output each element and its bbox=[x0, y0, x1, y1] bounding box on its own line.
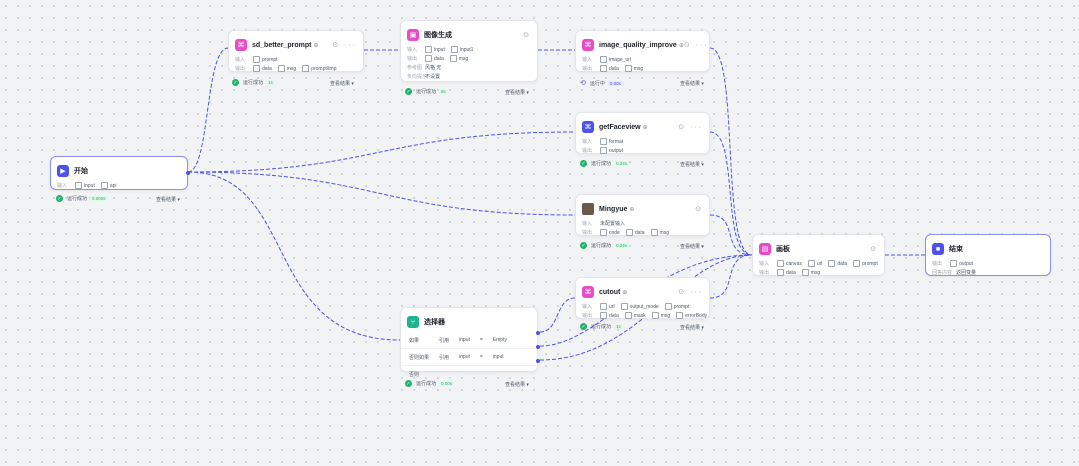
selector-else-row: 否则 bbox=[409, 371, 420, 378]
sd-prompt-result-link[interactable]: 查看结果 ▾ bbox=[330, 81, 354, 87]
selector-if-row: 如果 引用 input = Empty bbox=[401, 332, 537, 349]
sd-better-prompt-node[interactable]: ⌘ sd_better_prompt ⊕ ⊙ ··· 输入 prompt 输出 … bbox=[228, 30, 364, 72]
branch-port-else[interactable] bbox=[536, 359, 540, 363]
mingyue-result-link[interactable]: 查看结果 ▾ bbox=[680, 244, 704, 250]
cutout-node[interactable]: ⌘ cutout ⊕ ⊙ ··· 输入 url output_mode prom… bbox=[575, 277, 710, 319]
selector-result-link[interactable]: 查看结果 ▾ bbox=[505, 382, 529, 388]
start-output-port[interactable] bbox=[186, 171, 190, 175]
getface-result-link[interactable]: 查看结果 ▾ bbox=[680, 162, 704, 168]
node-tools[interactable]: ⊙ bbox=[523, 32, 531, 39]
plugin-icon: ⌘ bbox=[582, 121, 594, 133]
start-param-input: input bbox=[84, 182, 95, 189]
start-param-api: api bbox=[109, 182, 117, 189]
canvas-icon: ▤ bbox=[759, 243, 771, 255]
branch-port-elseif[interactable] bbox=[536, 345, 540, 349]
getface-title: getFaceview bbox=[599, 123, 641, 131]
start-title: 开始 bbox=[74, 168, 88, 175]
cutout-result-link[interactable]: 查看结果 ▾ bbox=[680, 325, 704, 331]
node-tools[interactable]: ⊙ bbox=[695, 206, 703, 213]
plugin-icon: ⌘ bbox=[235, 39, 247, 51]
image-gen-node[interactable]: ▣ 图像生成 ⊙ 输入 input input1 输出 data msg 参考图… bbox=[400, 20, 538, 82]
branch-port-if[interactable] bbox=[536, 331, 540, 335]
start-icon: ▶ bbox=[57, 165, 69, 177]
cutout-title: cutout bbox=[599, 288, 621, 296]
selector-title: 选择器 bbox=[424, 319, 445, 326]
avatar bbox=[582, 203, 594, 215]
image-gen-result-link[interactable]: 查看结果 ▾ bbox=[505, 90, 529, 96]
running-icon: ⟲ bbox=[580, 80, 586, 87]
end-icon: ■ bbox=[932, 243, 944, 255]
sd-prompt-title: sd_better_prompt bbox=[252, 41, 312, 49]
success-icon: ✓ bbox=[56, 195, 63, 202]
branch-icon: ⑂ bbox=[407, 316, 419, 328]
plugin-icon: ⌘ bbox=[582, 286, 594, 298]
canvas-node[interactable]: ▤ 画板 ⊙ 输入 canvas url data prompt 输出 data… bbox=[752, 234, 885, 276]
quality-improve-node[interactable]: ⌘ image_quality_improve ⊕ ⊙ ··· 输入 image… bbox=[575, 30, 710, 72]
end-title: 结束 bbox=[949, 246, 963, 253]
selector-elseif-row: 否则如果 引用 input = input bbox=[401, 349, 537, 366]
canvas-title: 画板 bbox=[776, 246, 790, 253]
image-gen-title: 图像生成 bbox=[424, 32, 452, 39]
verified-icon: ⊕ bbox=[313, 42, 319, 49]
plugin-icon: ⌘ bbox=[582, 39, 594, 51]
quality-title: image_quality_improve bbox=[599, 41, 677, 49]
mingyue-title: Mingyue bbox=[599, 205, 628, 213]
start-input-label: 输入 bbox=[57, 183, 68, 189]
node-tools[interactable]: ⊙ bbox=[870, 246, 878, 253]
end-node[interactable]: ■ 结束 输出 output 回答内容返回变量 bbox=[925, 234, 1051, 276]
start-result-link[interactable]: 查看结果 ▾ bbox=[156, 197, 180, 203]
node-tools[interactable]: ⊙ ··· bbox=[683, 42, 709, 49]
quality-result-link[interactable]: 查看结果 ▾ bbox=[680, 81, 704, 87]
selector-node[interactable]: ⑂ 选择器 如果 引用 input = Empty 否则如果 引用 input … bbox=[400, 307, 540, 378]
node-tools[interactable]: ⊙ ··· bbox=[332, 42, 357, 49]
mingyue-node[interactable]: Mingyue ⊕ ⊙ 输入未配置输入 输出 code data msg bbox=[575, 194, 710, 236]
node-tools[interactable]: ⊙ ··· bbox=[678, 289, 703, 296]
image-icon: ▣ bbox=[407, 29, 419, 41]
start-node[interactable]: ▶ 开始 输入 input api bbox=[50, 156, 190, 190]
node-tools[interactable]: ⊙ ··· bbox=[678, 124, 703, 131]
getface-node[interactable]: ⌘ getFaceview ⊕ ⊙ ··· 输入 format 输出 outpu… bbox=[575, 112, 710, 154]
